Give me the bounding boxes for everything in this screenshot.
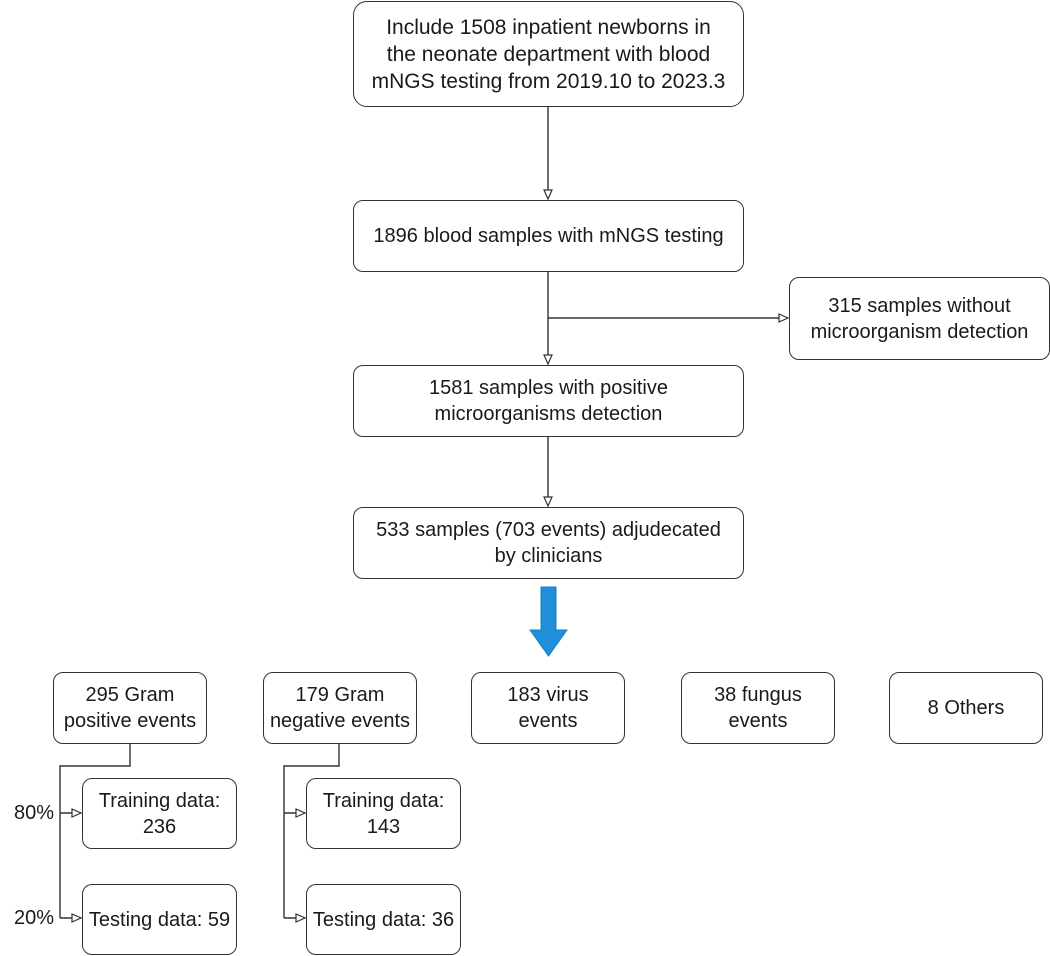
node-gram-negative: 179 Gram negative events (263, 672, 417, 744)
node-without-detection: 315 samples without microorganism detect… (789, 277, 1050, 360)
edge-gn-split-trunk (283, 744, 340, 918)
node-blood-samples: 1896 blood samples with mNGS testing (353, 200, 744, 272)
node-adjudicated: 533 samples (703 events) adjudecated by … (353, 507, 744, 579)
label-testing-pct: 20% (14, 907, 55, 929)
node-gp-training: Training data: 236 (82, 778, 237, 849)
node-fungus: 38 fungus events (681, 672, 835, 744)
node-gn-testing: Testing data: 36 (306, 884, 461, 955)
node-positive-detection: 1581 samples with positive microorganism… (353, 365, 744, 437)
big-down-arrow-icon (529, 586, 568, 657)
node-virus: 183 virus events (471, 672, 625, 744)
node-gram-positive: 295 Gram positive events (53, 672, 207, 744)
edge-gp-split-trunk (59, 744, 131, 918)
label-training-pct: 80% (14, 802, 55, 824)
node-gp-testing: Testing data: 59 (82, 884, 237, 955)
node-gn-training: Training data: 143 (306, 778, 461, 849)
node-include: Include 1508 inpatient newborns in the n… (353, 1, 744, 107)
node-others: 8 Others (889, 672, 1043, 744)
